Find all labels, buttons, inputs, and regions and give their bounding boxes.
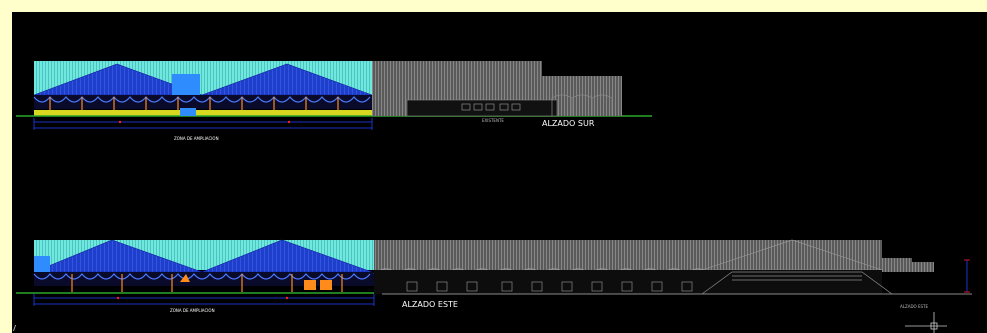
south-dimensions — [33, 118, 373, 130]
elevation-drawing: ZONA DE AMPLIACION EXISTENTE ALZADO SUR — [16, 61, 972, 333]
south-existing-label: EXISTENTE — [482, 118, 504, 123]
east-expansion-zone — [16, 239, 382, 294]
south-elevation: ZONA DE AMPLIACION EXISTENTE ALZADO SUR — [16, 61, 652, 141]
south-existing-building — [372, 61, 622, 117]
east-elevation-small-label: ALZADO ESTE — [900, 304, 928, 309]
south-elevation-title[interactable]: ALZADO SUR — [542, 119, 595, 128]
east-zone-label: ZONA DE AMPLIACION — [170, 308, 215, 313]
crosshair-cursor-icon — [905, 312, 947, 333]
east-existing-building — [373, 239, 972, 295]
east-elevation-title[interactable]: ALZADO ESTE — [402, 300, 458, 309]
south-expansion-zone — [16, 61, 652, 117]
cad-model-space[interactable]: ZONA DE AMPLIACION EXISTENTE ALZADO SUR — [12, 12, 987, 333]
south-zone-label: ZONA DE AMPLIACION — [174, 136, 219, 141]
east-elevation: ZONA DE AMPLIACION ALZADO ESTE ALZADO ES… — [16, 239, 972, 333]
east-dimensions — [33, 259, 970, 306]
